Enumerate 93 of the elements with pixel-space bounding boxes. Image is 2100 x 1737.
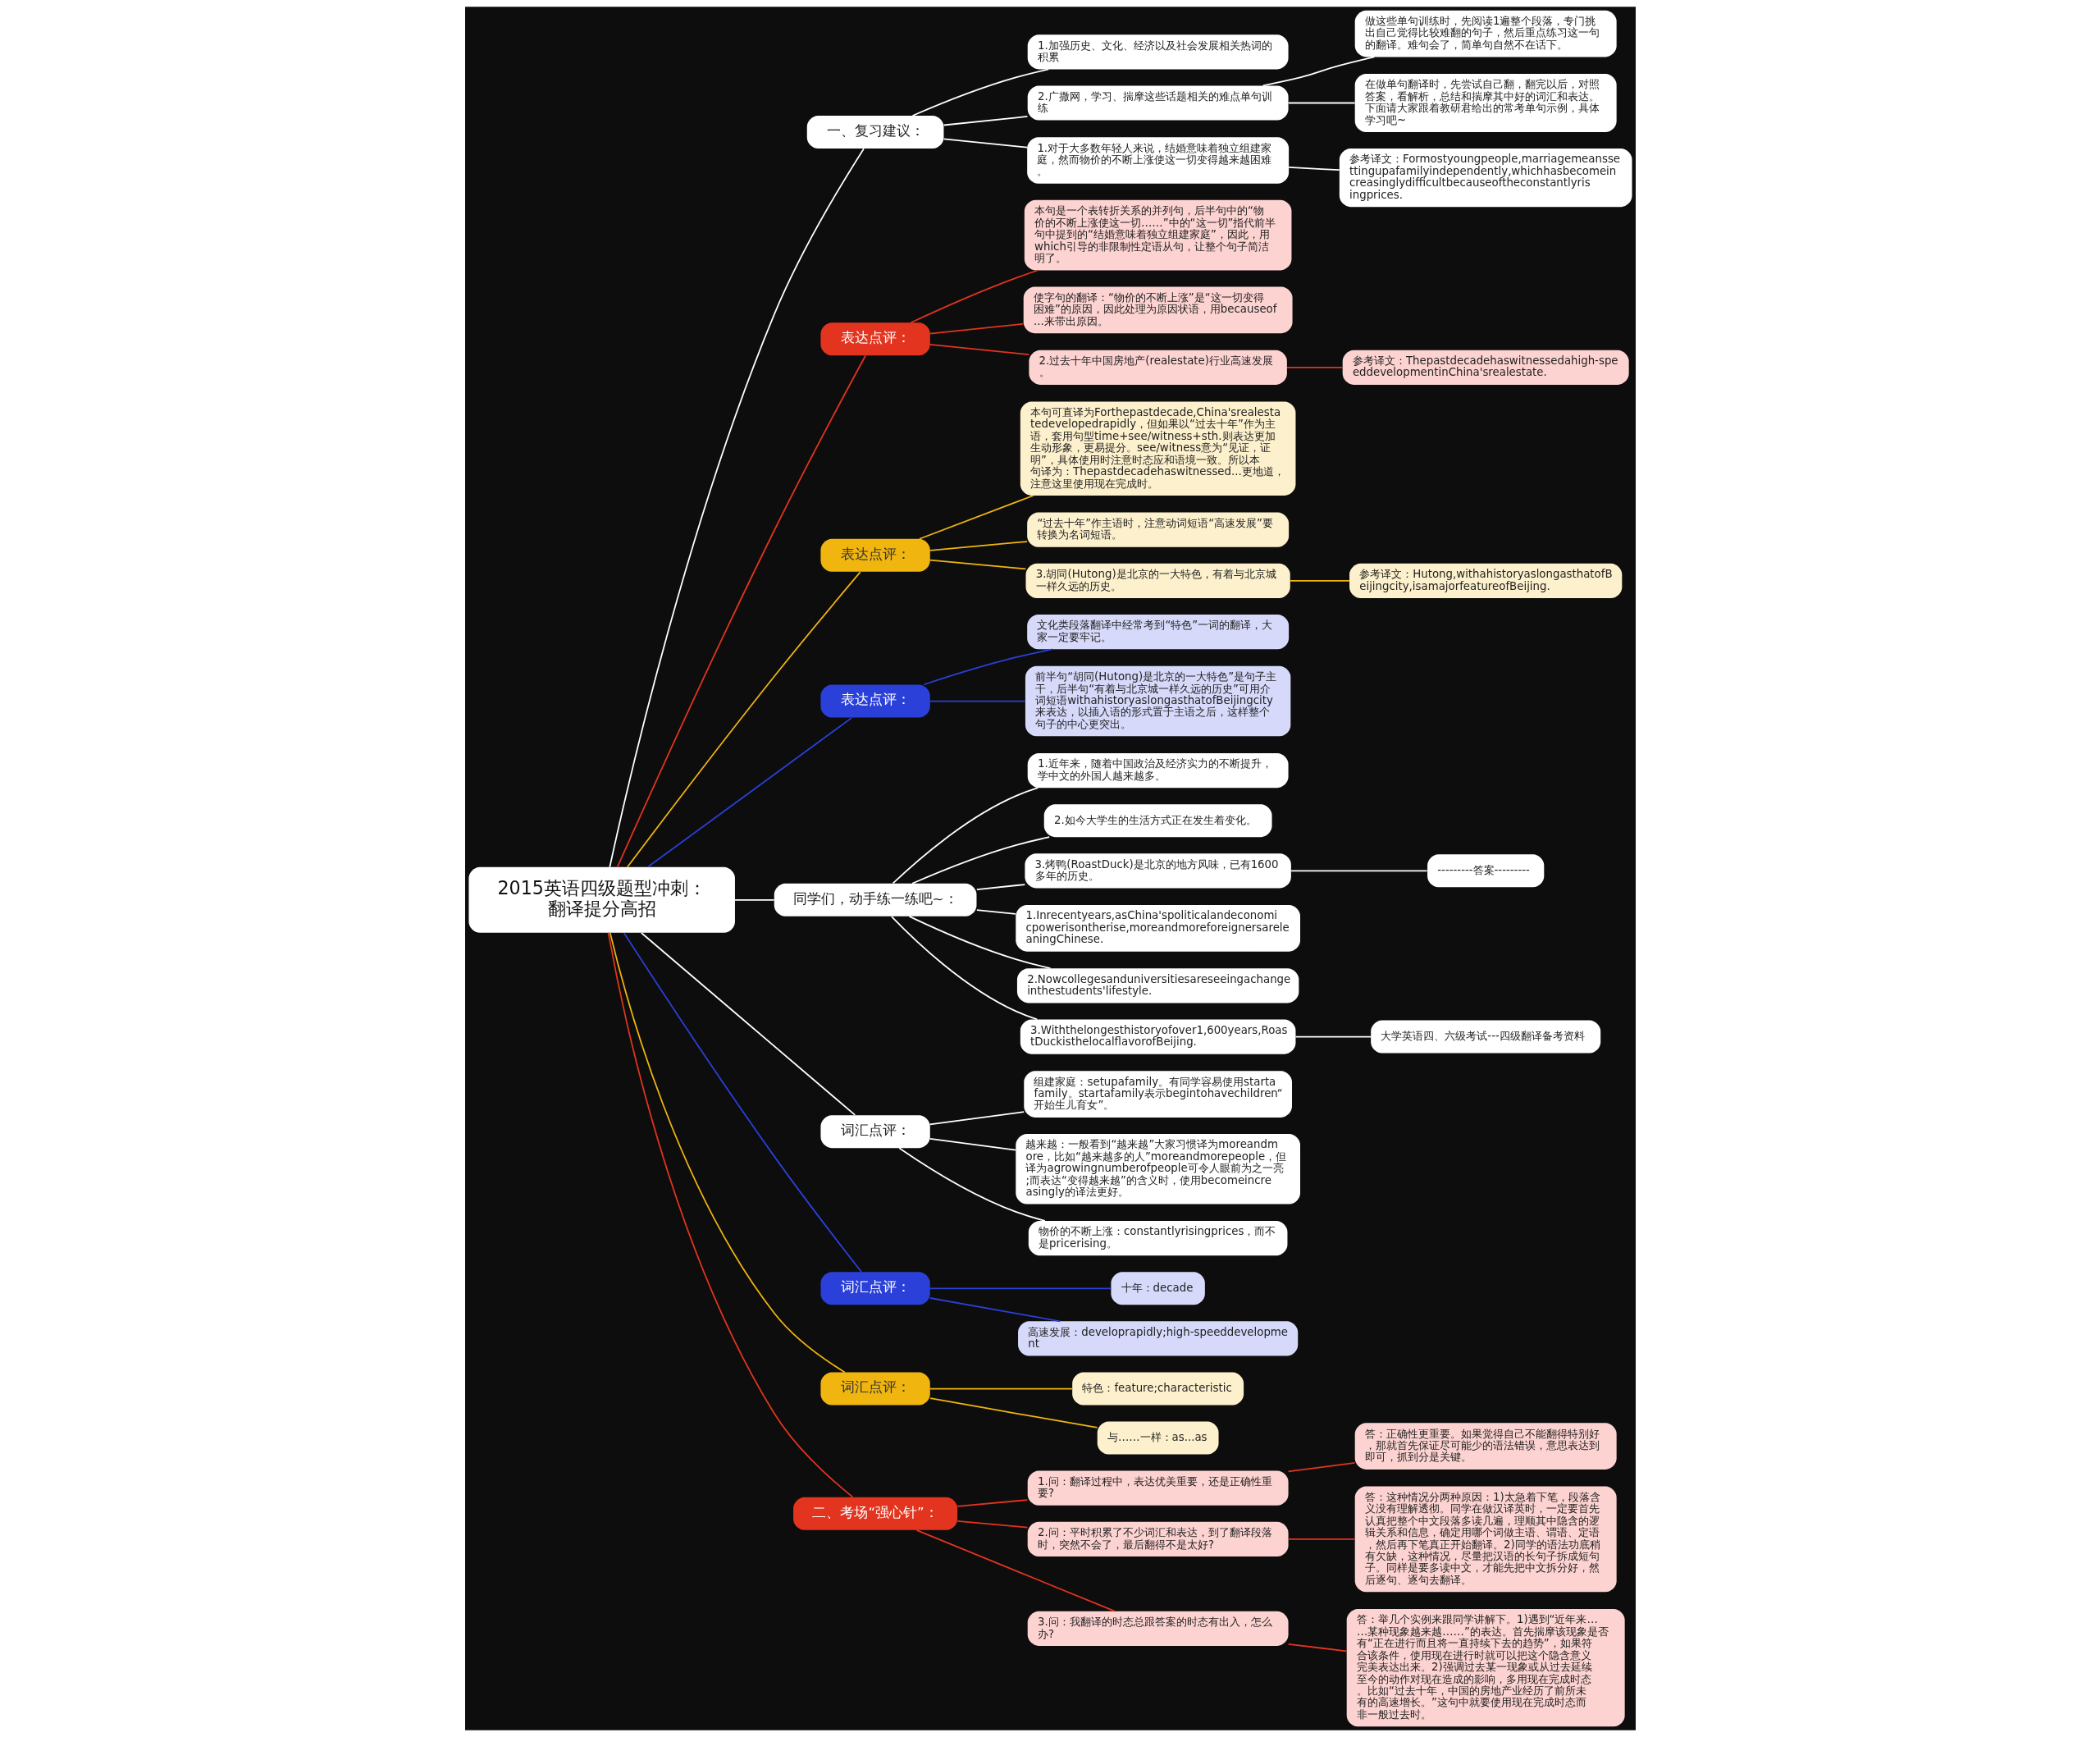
node-box: 2.Nowcollegesanduniversitiesareseeingachangeinthestudents'lifestyle. <box>1016 968 1299 1003</box>
connector <box>911 836 1050 884</box>
connector <box>929 322 1024 335</box>
node-box: 同学们，动手练一练吧~： <box>774 883 976 916</box>
node-box: 1.对于大多数年轻人来说，结婚意味着独立组建家庭，然而物价的不断上涨使这一切变得越来越困难。 <box>1026 137 1289 184</box>
node-box: 3.问：我翻译的时态总跟答案的时态有出入，怎么办? <box>1027 1611 1289 1646</box>
node-box: 参考译文：Thepastdecadehaswitnessedahigh-speeddevelopmentinChina'srealestate. <box>1342 350 1629 385</box>
connector <box>623 932 862 1273</box>
node-box: 3.烤鸭(RoastDuck)是北京的地方风味，已有1600多年的历史。 <box>1024 853 1291 889</box>
connector <box>897 1147 1046 1222</box>
connector <box>616 354 866 868</box>
node-box: 3.胡同(Hutong)是北京的一大特色，有着与北京城一样久远的历史。 <box>1025 563 1290 598</box>
node-box: 2.问：平时积累了不少词汇和表达，到了翻译段落时，突然不会了，最后翻得不是太好? <box>1027 1521 1289 1557</box>
node-box: 1.问：翻译过程中，表达优美重要，还是正确性重要? <box>1027 1470 1289 1506</box>
connector <box>975 909 1016 915</box>
connector <box>608 148 865 868</box>
node-box: 大学英语四、六级考试---四级翻译备考资料 <box>1370 1020 1600 1054</box>
connector <box>1289 579 1350 582</box>
connector <box>929 1287 1112 1290</box>
node-box: 答：正确性更重要。如果觉得自己不能翻得特别好，那就首先保证尽可能少的语法错误，意思表达到即可，抓到分是关键。 <box>1354 1423 1617 1470</box>
connector <box>1262 56 1375 87</box>
node-box: 与……一样：as...as <box>1097 1421 1219 1455</box>
node-box: ---------答案--------- <box>1427 854 1544 888</box>
connector <box>956 1520 1028 1529</box>
node-box: 词汇点评： <box>819 1115 930 1149</box>
connector <box>609 932 846 1374</box>
connector <box>929 1387 1073 1390</box>
node-box: 表达点评： <box>819 684 930 718</box>
connector <box>915 1529 1116 1612</box>
node-box: 表达点评： <box>819 538 930 572</box>
connector <box>975 884 1025 890</box>
node-box: 十年：decade <box>1110 1272 1205 1305</box>
node-box: 词汇点评： <box>819 1272 930 1305</box>
node-box: 2015英语四级题型冲刺：翻译提分高招 <box>468 866 735 933</box>
connector <box>911 68 1049 117</box>
connector <box>640 932 856 1116</box>
node-box: 2.广撒网，学习、揣摩这些话题相关的难点单句训练 <box>1027 85 1289 121</box>
node-box: 参考译文：Formostyoungpeople,marriagemeanssettingupafamilyindependently,whichhasbecomeincreasinglydifficultbecauseoftheconstantlyrisingprices. <box>1339 149 1632 208</box>
node-box: 越来越：一般看到“越来越”大家习惯译为moreandmore，比如“越来越多的人”moreandmorepeople，但译为agrowingnumberofpeople可令人眼前为之一亮;而表达“变得越来越”的含义时，使用becomeincreasingly的译法更好。 <box>1015 1133 1300 1204</box>
node-box: 答：这种情况分两种原因：1)太急着下笔，段落含义没有理解透彻。同学在做汉译英时，一定要首先认真把整个中文段落多读几遍，理顺其中隐含的逻辑关系和信息，确定用哪个词做主语、谓语、定语，然后再下笔真正开始翻译。2)同学的语法功底稍有欠缺，这种情况，尽量把汉语的长句子拆成短句子。同样是要多读中文，才能先把中文拆分好，然后逐句、逐句去翻译。 <box>1354 1486 1617 1593</box>
connector <box>929 1297 1061 1323</box>
node-box: 表达点评： <box>819 322 930 356</box>
node-box: 2.如今大学生的生活方式正在发生着变化。 <box>1043 804 1272 838</box>
connector <box>908 916 1051 969</box>
node-box: 高速发展：developrapidly;high-speeddevelopment <box>1017 1321 1298 1356</box>
node-box: 答：举几个实例来跟同学讲解下。1)遇到“近年来……某种现象越来越……”的表达。首先揣摩该现象是否有“正在进行而且将一直持续下去的趋势”，如果符合该条件，使用现在进行时就可以把这个隐含意义完美表达出来。2)强调过去某一现象或从过去延续至今的动作对现在造成的影响，多用现在完成时态。比如“过去十年，中国的房地产业经历了前所未有的高速增长。”这句中就要使用现在完成时态而非一般过去时。 <box>1346 1608 1625 1727</box>
node-box: 前半句“胡同(Hutong)是北京的一大特色”是句子主干，后半句“有着与北京城一样久远的历史”可用介词短语withahistoryaslongasthatofBeijingcity来表达，以插入语的形式置于主语之后，这样整个句子的中心更突出。 <box>1025 665 1290 737</box>
connector <box>1287 167 1340 171</box>
node-box: 3.Withthelongesthistoryofover1,600years,RoastDuckisthelocalflavorofBeijing. <box>1020 1019 1295 1054</box>
connector <box>929 1137 1016 1151</box>
connector <box>1287 1643 1347 1652</box>
node-box: 在做单句翻译时，先尝试自己翻，翻完以后，对照答案，看解析，总结和揣摩其中好的词汇和表达。下面请大家跟着教研君给出的常考单句示例，具体学习吧~ <box>1354 73 1617 133</box>
node-box: 二、考场“强心针”： <box>792 1497 957 1530</box>
connector <box>1287 1538 1355 1540</box>
connector <box>929 344 1029 355</box>
connector <box>929 541 1028 551</box>
connector <box>943 138 1028 149</box>
connector <box>626 571 861 868</box>
node-box: 2.过去十年中国房地产(realestate)行业高速发展。 <box>1028 350 1287 385</box>
node-box: 使字句的翻译：“物价的不断上涨”是“这一切变得困难”的原因，因此处理为原因状语，用becauseof...来带出原因。 <box>1023 286 1293 334</box>
connector <box>1294 1035 1372 1038</box>
connector <box>929 1397 1098 1428</box>
connector <box>733 898 774 901</box>
connector <box>909 269 1039 324</box>
connector <box>943 116 1028 126</box>
node-box: 特色：feature;characteristic <box>1071 1372 1244 1406</box>
connector <box>922 648 1053 686</box>
connector <box>929 700 1025 702</box>
connector <box>929 559 1026 570</box>
connector <box>1287 1462 1355 1473</box>
node-box: 词汇点评： <box>819 1372 930 1406</box>
node-box: 做这些单句训练时，先阅读1遍整个段落，专门挑出自己觉得比较难翻的句子，然后重点练习这一句的翻译。难句会了，简单句自然不在话下。 <box>1354 10 1617 57</box>
node-box: 1.Inrecentyears,asChina'spoliticalandeconomicpowerisontherise,moreandmoreforeignersareleaningChinese. <box>1015 904 1300 952</box>
node-box: 参考译文：Hutong,withahistoryaslongasthatofBeijingcity,isamajorfeatureofBeijing. <box>1349 563 1622 598</box>
connector <box>1287 102 1355 104</box>
connector <box>1285 366 1343 368</box>
connector <box>956 1499 1028 1507</box>
connector <box>607 932 853 1498</box>
node-box: 本句可直译为Forthepastdecade,China'srealestatedevelopedrapidly，但如果以“过去十年”作为主语，套用句型time+see/witness+sth.则表达更加生动形象，更易提分。see/witness意为“见证，证明”，具体使用时注意时态应和语境一致。所以本句译为：Thepastdecadehaswitnessed...更地道，注意这里使用现在完成时。 <box>1020 401 1295 496</box>
node-box: 1.近年来，随着中国政治及经济实力的不断提升，学中文的外国人越来越多。 <box>1027 752 1289 789</box>
connector <box>892 787 1039 884</box>
node-box: “过去十年”作主语时，注意动词短语“高速发展”要转换为名词短语。 <box>1026 512 1289 547</box>
connector <box>890 916 1038 1021</box>
connector <box>929 1111 1025 1126</box>
connector <box>646 717 852 868</box>
node-box: 物价的不断上涨：constantlyrisingprices，而不是pricerising。 <box>1028 1221 1287 1256</box>
connector <box>1290 870 1427 872</box>
node-box: 一、复习建议： <box>806 116 943 149</box>
node-box: 本句是一个表转折关系的并列句，后半句中的“物价的不断上涨使这一切……”中的“这一切”指代前半句中提到的“结婚意味着独立组建家庭”，因此，用which引导的非限制性定语从句，让整个句子简洁明了。 <box>1024 199 1291 271</box>
node-box: 文化类段落翻译中经常考到“特色”一词的翻译，大家一定要牢记。 <box>1026 615 1289 650</box>
node-box: 1.加强历史、文化、经济以及社会发展相关热词的积累 <box>1027 34 1289 70</box>
connector <box>918 495 1034 540</box>
node-box: 组建家庭：setupafamily。有同学容易使用startafamily。startafamily表示begintohavechildren“开始生儿育女”。 <box>1023 1071 1292 1118</box>
